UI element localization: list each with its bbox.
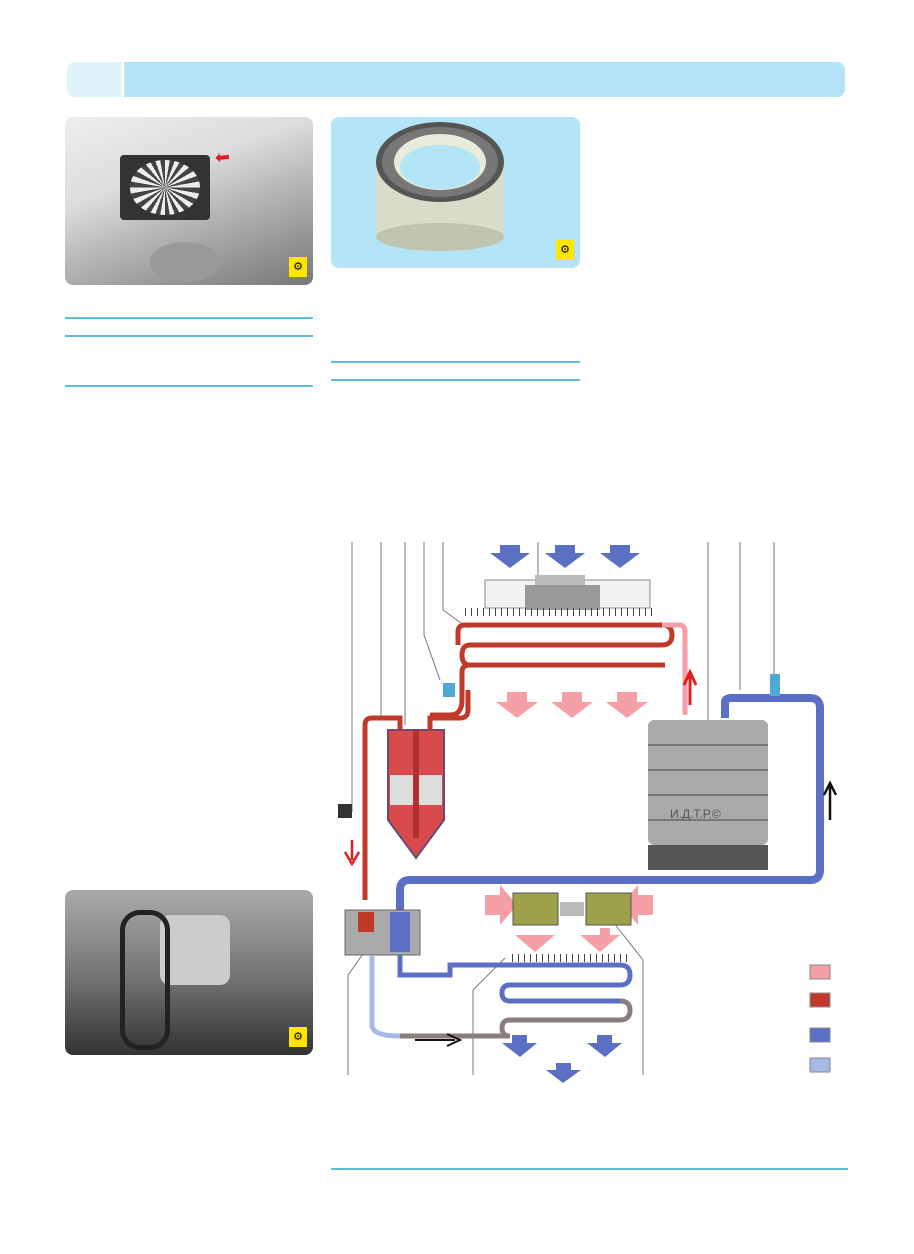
evaporator xyxy=(369,954,633,1039)
tool-icon: ⚙ xyxy=(289,257,307,277)
cool-air-arrows-top xyxy=(490,545,640,568)
suction-line xyxy=(396,694,824,912)
divider xyxy=(331,361,580,363)
belt xyxy=(120,910,170,1050)
section-header-bar xyxy=(67,62,845,97)
section-number-tab xyxy=(67,62,124,97)
pressure-sensor xyxy=(338,804,352,818)
tool-icon: ⚙ xyxy=(556,240,574,260)
divider xyxy=(331,379,580,381)
evaporator-blower xyxy=(512,892,632,926)
warm-air-arrows xyxy=(485,692,653,952)
fan-opening xyxy=(120,155,210,220)
condenser xyxy=(430,608,688,718)
legend xyxy=(809,964,831,1073)
tool-icon: ⚙ xyxy=(289,1027,307,1047)
bearing-illustration xyxy=(376,122,504,251)
compressor-watermark: И.Д.Т.Р.© xyxy=(670,807,721,821)
cap xyxy=(150,242,220,282)
cool-air-arrows-bottom xyxy=(502,1035,622,1083)
photo-compressor: ⚙ xyxy=(65,890,313,1055)
condenser-fan xyxy=(484,575,651,610)
photo-cabin-fan: ⬋ ⚙ xyxy=(65,117,313,285)
flow-arrow-down-red xyxy=(343,840,361,867)
divider xyxy=(65,385,313,387)
photo-bearing: ⚙ xyxy=(331,117,580,268)
flow-arrow-up-red xyxy=(682,668,698,705)
flow-arrow-up-black xyxy=(822,780,838,820)
compressor-body xyxy=(160,915,230,985)
divider xyxy=(65,335,313,337)
expansion-valve xyxy=(344,909,421,956)
divider xyxy=(65,317,313,319)
footer-divider xyxy=(331,1168,848,1170)
pressure-valve-high xyxy=(443,683,455,697)
compressor: И.Д.Т.Р.© xyxy=(648,720,768,870)
receiver-drier xyxy=(362,690,471,900)
flow-arrow-right-black xyxy=(415,1033,463,1047)
pressure-valve-low xyxy=(770,674,780,696)
